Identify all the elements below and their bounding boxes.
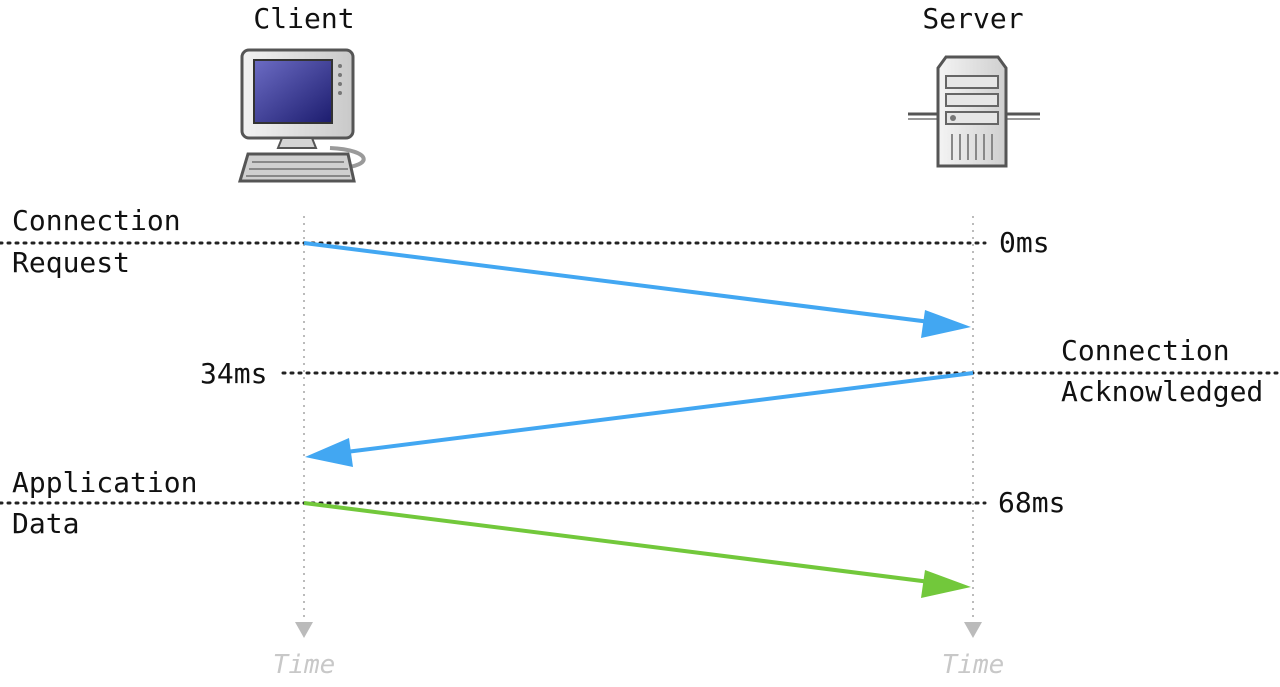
time-0ms-label: 0ms — [999, 226, 1050, 259]
application-data-line-2: Data — [12, 507, 79, 540]
server-tower-icon — [908, 55, 1040, 168]
application-data-label: Application Data — [12, 466, 214, 540]
time-34ms-label: 34ms — [200, 357, 267, 390]
server-title: Server — [922, 2, 1023, 35]
application-data-arrow — [303, 501, 971, 598]
desktop-computer-icon — [237, 48, 366, 183]
time-68ms-label: 68ms — [998, 486, 1065, 519]
connection-acknowledged-line-1: Connection — [1061, 334, 1230, 367]
request-message-arrow — [303, 241, 971, 338]
connection-request-line-2: Request — [12, 246, 130, 279]
client-timeline-arrowhead — [295, 622, 313, 638]
connection-request-label: Connection Request — [12, 204, 197, 279]
client-time-label: Time — [273, 650, 336, 680]
server-time-label: Time — [942, 650, 1005, 680]
connection-acknowledged-line-2: Acknowledged — [1061, 375, 1263, 408]
acknowledge-message-arrow — [305, 371, 974, 467]
connection-request-line-1: Connection — [12, 204, 181, 237]
application-data-line-1: Application — [12, 466, 197, 499]
client-title: Client — [253, 2, 354, 35]
server-timeline-arrowhead — [964, 622, 982, 638]
connection-acknowledged-label: Connection Acknowledged — [1061, 334, 1263, 408]
